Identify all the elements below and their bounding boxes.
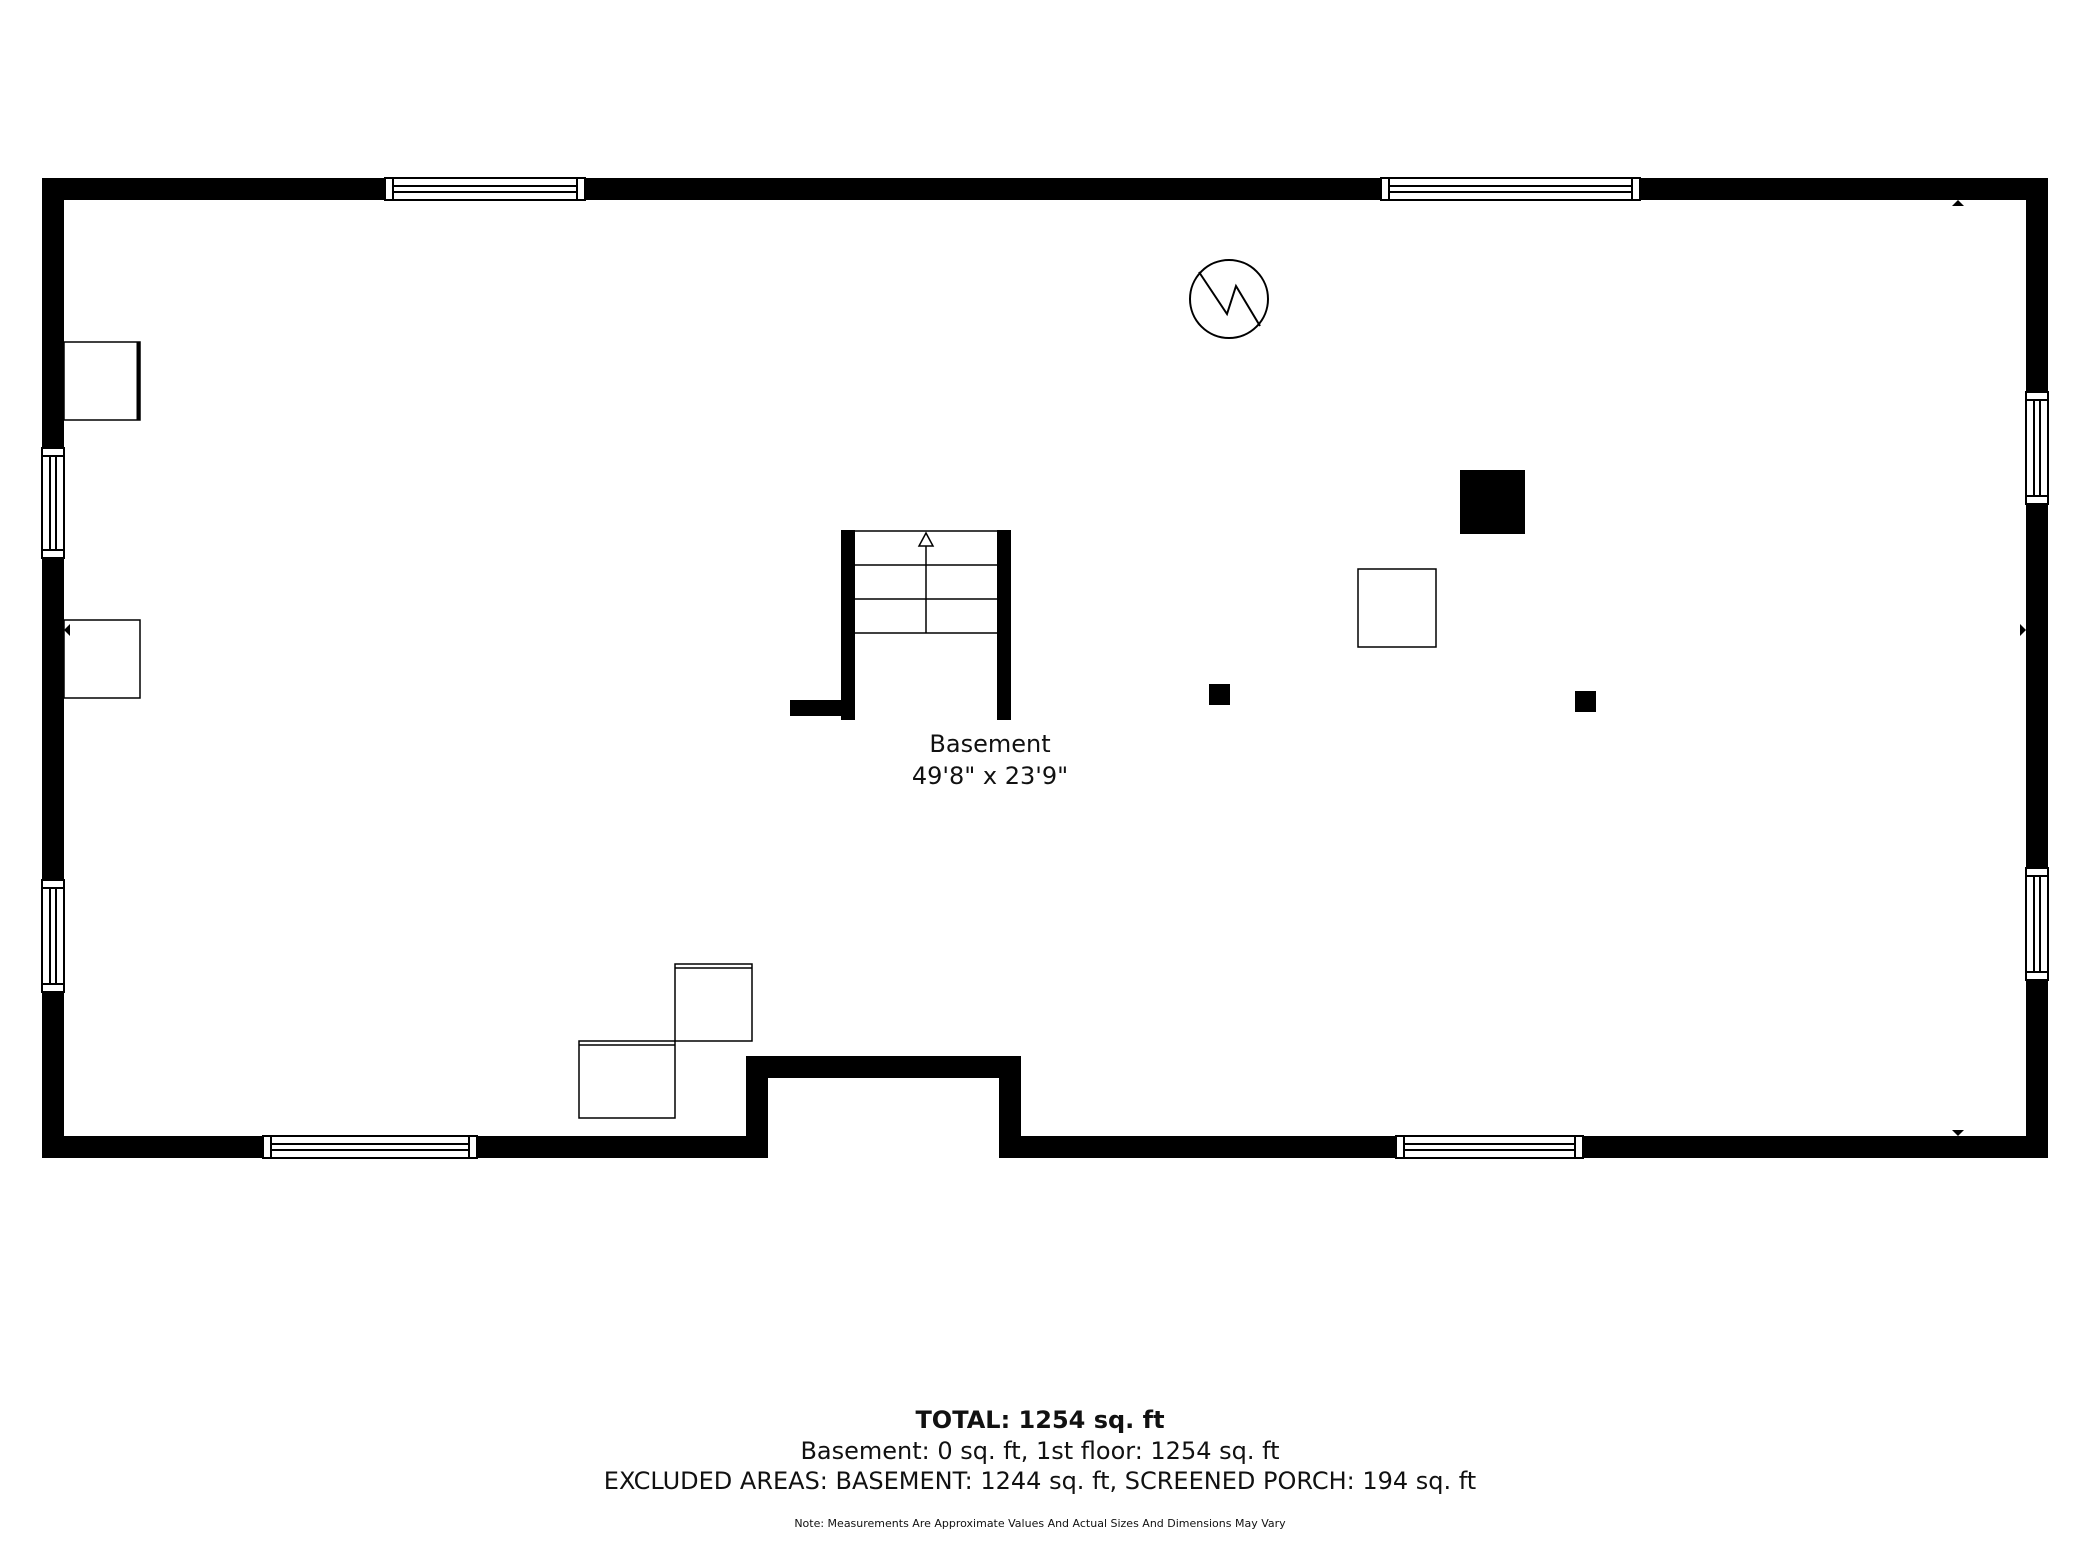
measurement-note: Note: Measurements Are Approximate Value… [794,1517,1286,1530]
water-heater-icon [1189,259,1269,339]
wall-markers [64,200,2026,1136]
excluded-areas: EXCLUDED AREAS: BASEMENT: 1244 sq. ft, S… [603,1467,1477,1495]
stair-arrow-icon [917,531,935,547]
window-left-upper [41,447,65,559]
window-right-upper [2025,391,2049,505]
window-wells [63,341,141,699]
support-posts [1209,684,1596,712]
exterior-walls [42,178,2048,1158]
appliance-outline [1357,568,1437,648]
window-right-lower [2025,867,2049,981]
window-left-lower [41,879,65,993]
staircase [790,530,1011,720]
storage-boxes [578,963,753,1119]
room-name: Basement [929,730,1051,758]
window-top-left [384,177,586,201]
window-top-right [1380,177,1641,201]
total-area: TOTAL: 1254 sq. ft [915,1406,1165,1434]
windows [41,177,2049,1159]
furnace-icon [1460,470,1525,534]
area-breakdown: Basement: 0 sq. ft, 1st floor: 1254 sq. … [800,1437,1280,1465]
window-bottom-left [262,1135,478,1159]
window-bottom-right [1395,1135,1584,1159]
room-dimensions: 49'8" x 23'9" [911,762,1069,790]
